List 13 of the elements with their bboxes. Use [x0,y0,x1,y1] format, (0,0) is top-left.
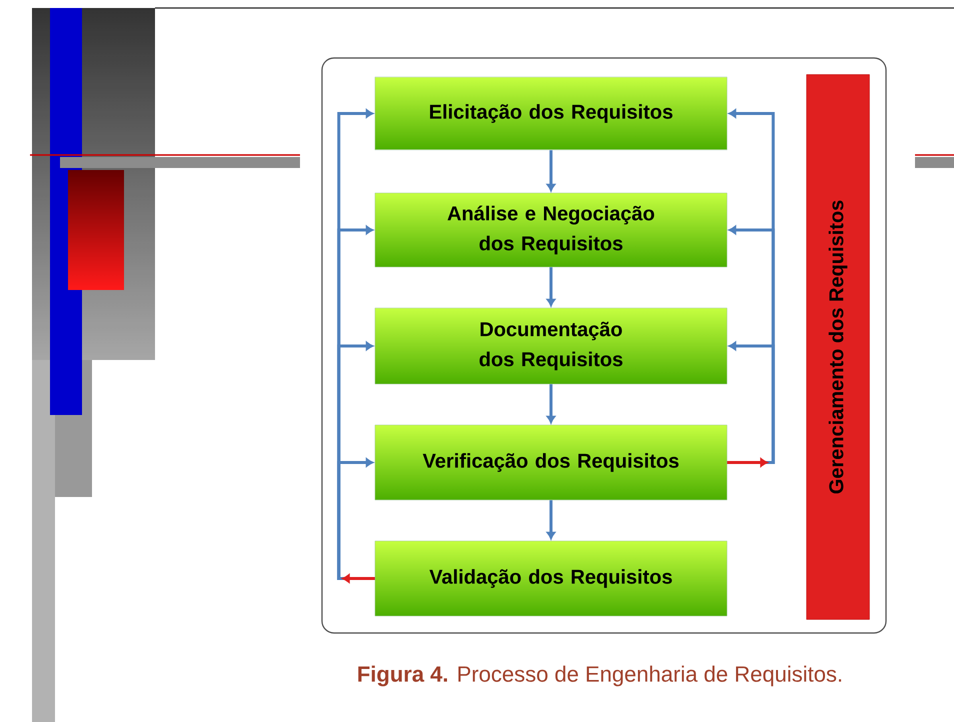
process-box: Validação dos Requisitos [374,540,728,616]
arrow [546,150,556,192]
arrow [546,500,556,540]
figure-caption: Figura 4. Processo de Engenharia de Requisitos. [358,666,842,686]
process-box: Verificação dos Requisitos [374,424,728,500]
process-box: Elicitação dos Requisitos [374,76,728,150]
arrow [337,458,375,583]
arrow [546,267,556,306]
arrow [727,342,775,467]
process-box: Documentação dos Requisitos [374,308,728,384]
process-box: Análise e Negociação dos Requisitos [374,192,728,268]
arrow [546,384,556,424]
management-band: Gerenciamento dos Requisitos [806,74,870,620]
